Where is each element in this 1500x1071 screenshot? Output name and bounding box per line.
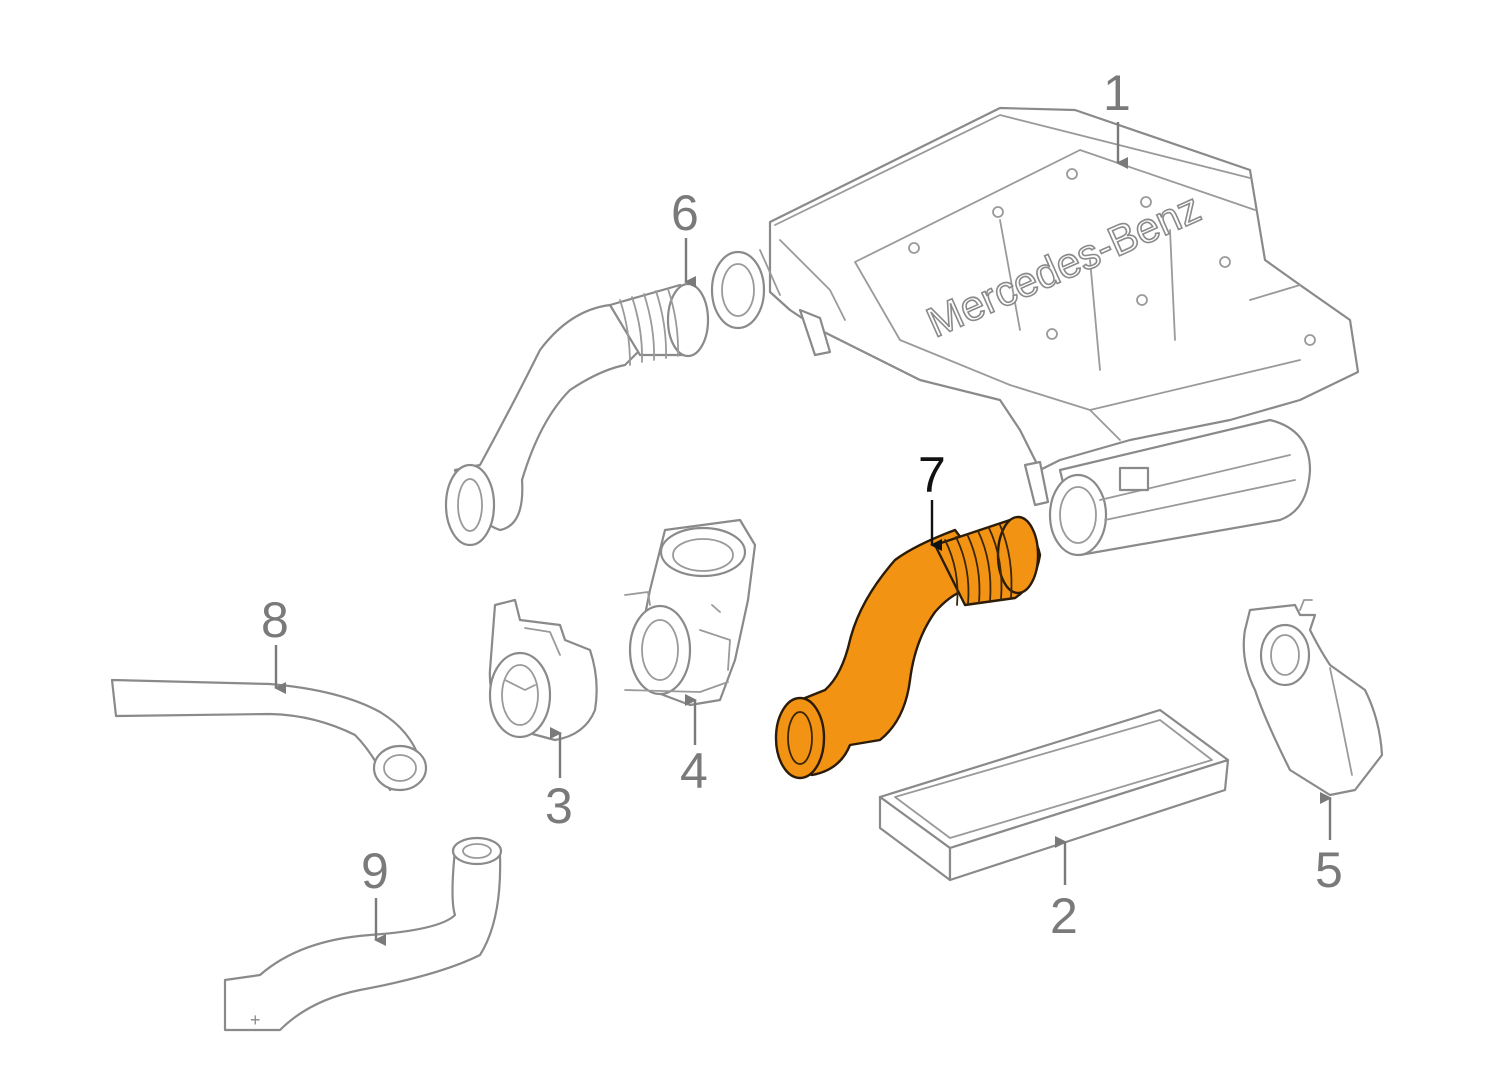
intake-hose-highlighted <box>774 515 1042 780</box>
air-cleaner-housing: Mercedes-Benz <box>710 106 1360 557</box>
hose-8 <box>110 678 428 792</box>
hose-9: + <box>223 836 503 1032</box>
throttle-body-5 <box>1242 599 1384 797</box>
callout-7: 7 <box>918 447 946 503</box>
air-flow-sensor-3 <box>488 598 598 742</box>
intake-duct-upper <box>444 282 710 547</box>
callout-4: 4 <box>680 743 708 799</box>
callout-6: 6 <box>671 185 699 241</box>
hose-marking: + <box>250 1010 261 1030</box>
air-flow-housing-4 <box>624 518 757 707</box>
callout-5: 5 <box>1315 842 1343 898</box>
callout-1: 1 <box>1103 65 1131 121</box>
callout-9: 9 <box>361 843 389 899</box>
callout-3: 3 <box>545 778 573 834</box>
callout-8: 8 <box>261 592 289 648</box>
callout-2: 2 <box>1050 888 1078 944</box>
air-filter-element-2 <box>878 708 1230 882</box>
